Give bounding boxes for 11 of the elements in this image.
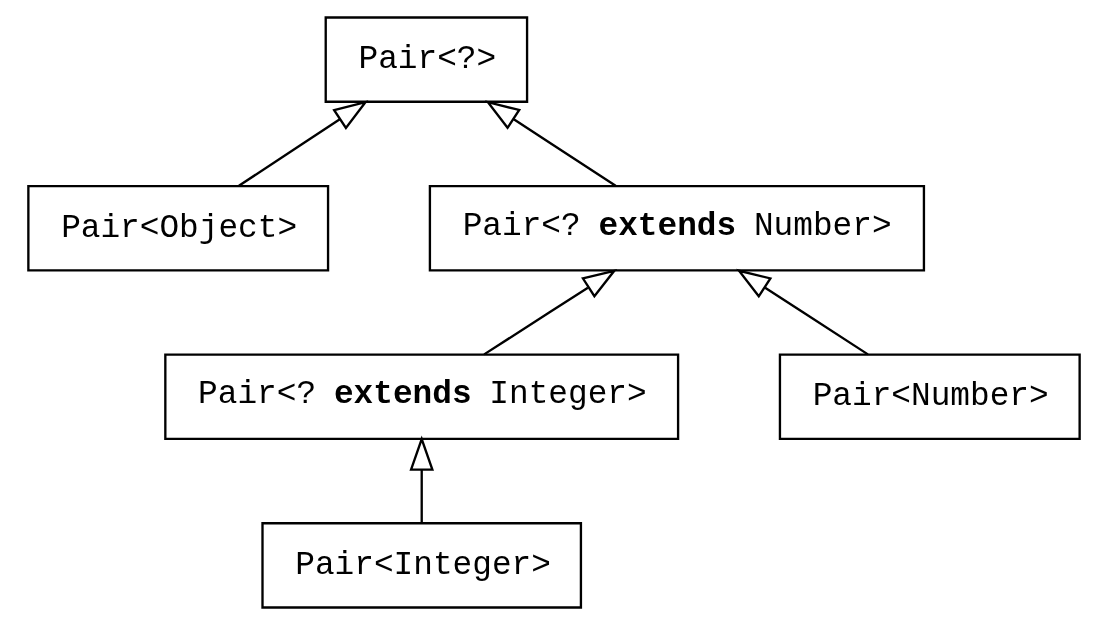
node-box: Pair<?> [324, 16, 529, 103]
node-box: Pair<Object> [27, 184, 330, 272]
node-box: Pair<? extends Integer> [164, 353, 680, 441]
arrow [483, 268, 618, 356]
arrow [409, 435, 434, 523]
node-box: Pair<? extends Number> [428, 184, 926, 272]
arrow [484, 100, 617, 187]
node-box: Pair<Number> [778, 353, 1081, 441]
arrow [238, 100, 369, 187]
node-box: Pair<Integer> [261, 522, 583, 609]
arrow [736, 268, 869, 356]
